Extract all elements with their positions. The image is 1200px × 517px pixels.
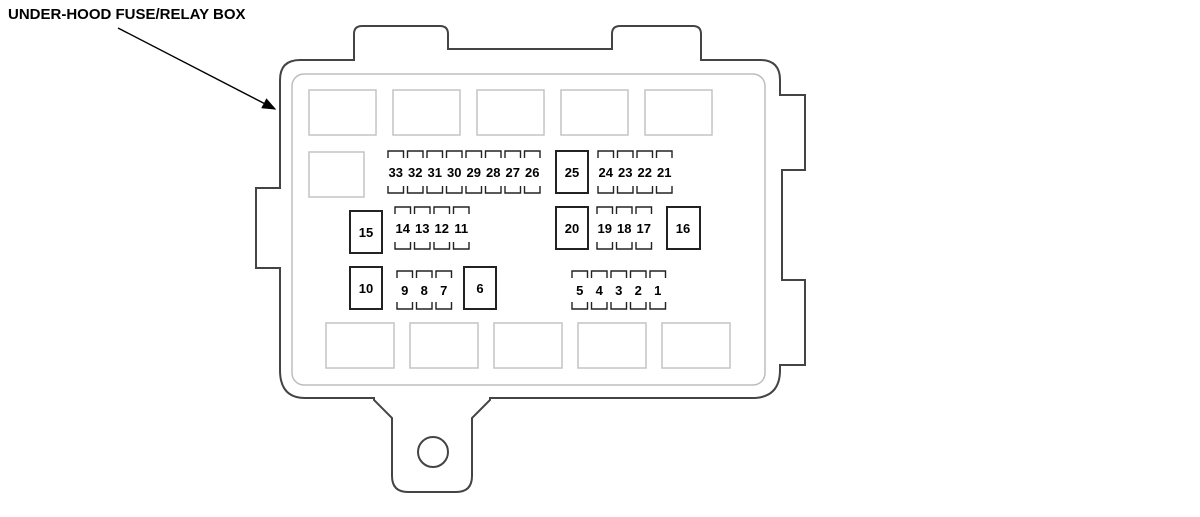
fuse-label: 30 [447, 165, 461, 180]
fuse-33: 33 [387, 150, 405, 194]
fuse-12: 12 [433, 206, 451, 250]
fuse-label: 19 [598, 221, 612, 236]
fuse-label: 28 [486, 165, 500, 180]
fuse-30: 30 [445, 150, 463, 194]
fuse-2: 2 [629, 270, 647, 310]
diagram-title: UNDER-HOOD FUSE/RELAY BOX [8, 6, 246, 23]
relay-label: 6 [476, 281, 483, 296]
relay-16: 16 [666, 206, 701, 250]
mounting-hole [417, 436, 449, 468]
fuse-label: 32 [408, 165, 422, 180]
fuse-29: 29 [465, 150, 483, 194]
fuse-label: 9 [401, 283, 408, 298]
fuse-label: 29 [467, 165, 481, 180]
fuse-14: 14 [394, 206, 412, 250]
fuse-label: 31 [428, 165, 442, 180]
fuse-24: 24 [597, 150, 615, 194]
leader-arrow [117, 27, 277, 110]
fuse-label: 23 [618, 165, 632, 180]
relay-label: 15 [359, 225, 373, 240]
empty-relay-socket [476, 89, 545, 136]
fuse-23: 23 [616, 150, 634, 194]
fuse-1: 1 [649, 270, 667, 310]
relay-label: 20 [565, 221, 579, 236]
relay-10: 10 [349, 266, 383, 310]
relay-label: 10 [359, 281, 373, 296]
fuse-28: 28 [484, 150, 502, 194]
fuse-3: 3 [610, 270, 628, 310]
fuse-label: 2 [635, 283, 642, 298]
fuse-label: 8 [421, 283, 428, 298]
fuse-21: 21 [655, 150, 673, 194]
relay-6: 6 [463, 266, 497, 310]
fuse-8: 8 [415, 270, 433, 310]
empty-relay-socket [644, 89, 713, 136]
fuse-label: 21 [657, 165, 671, 180]
fuse-label: 33 [389, 165, 403, 180]
fuse-label: 22 [638, 165, 652, 180]
fuse-32: 32 [406, 150, 424, 194]
fuse-label: 5 [576, 283, 583, 298]
fuse-label: 18 [617, 221, 631, 236]
fuse-label: 4 [596, 283, 604, 298]
fuse-11: 11 [452, 206, 470, 250]
fuse-box-housing [255, 25, 806, 493]
fuse-18: 18 [615, 206, 633, 250]
relay-label: 25 [565, 165, 579, 180]
fuse-22: 22 [636, 150, 654, 194]
fuse-label: 11 [454, 221, 468, 236]
empty-relay-socket [392, 89, 461, 136]
fuse-label: 7 [440, 283, 447, 298]
fuse-label: 27 [506, 165, 520, 180]
fuse-7: 7 [435, 270, 453, 310]
empty-relay-socket [325, 322, 395, 369]
fuse-4: 4 [590, 270, 608, 310]
fuse-9: 9 [396, 270, 414, 310]
empty-relay-socket [560, 89, 629, 136]
empty-relay-socket [308, 151, 365, 198]
fuse-5: 5 [571, 270, 589, 310]
fuse-label: 13 [415, 221, 429, 236]
fuse-label: 3 [615, 283, 622, 298]
empty-relay-socket [661, 322, 731, 369]
empty-relay-socket [308, 89, 377, 136]
fuse-label: 17 [637, 221, 651, 236]
fuse-label: 24 [599, 165, 614, 180]
fuse-13: 13 [413, 206, 431, 250]
relay-20: 20 [555, 206, 589, 250]
fuse-label: 12 [435, 221, 449, 236]
fuse-17: 17 [635, 206, 653, 250]
fuse-27: 27 [504, 150, 522, 194]
relay-label: 16 [676, 221, 690, 236]
empty-relay-socket [493, 322, 563, 369]
fuse-label: 1 [654, 283, 661, 298]
fuse-31: 31 [426, 150, 444, 194]
relay-25: 25 [555, 150, 589, 194]
fuse-26: 26 [523, 150, 541, 194]
empty-relay-socket [409, 322, 479, 369]
fuse-19: 19 [596, 206, 614, 250]
relay-15: 15 [349, 210, 383, 254]
empty-relay-socket [577, 322, 647, 369]
fuse-label: 26 [525, 165, 539, 180]
housing-rim [291, 73, 766, 386]
fuse-label: 14 [396, 221, 411, 236]
